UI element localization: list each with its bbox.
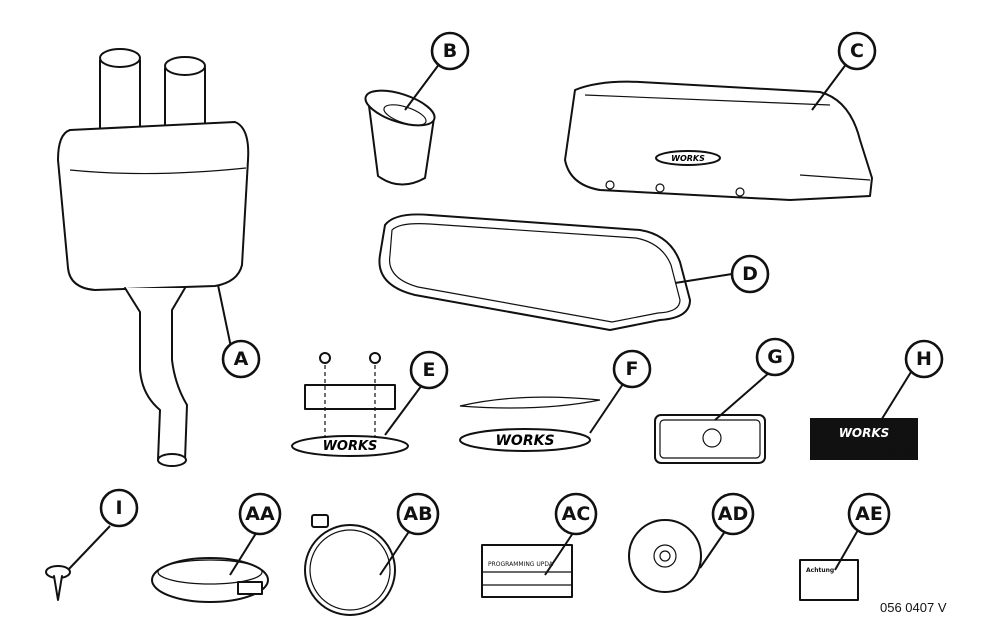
part-ab-hose-clip	[304, 514, 396, 616]
part-c-badge-text: WORKS	[671, 154, 705, 163]
svg-text:D: D	[742, 263, 758, 285]
part-a-silencer	[57, 48, 250, 467]
part-f-badge-text: WORKS	[495, 433, 554, 449]
svg-text:A: A	[234, 348, 249, 370]
callout-d: D	[730, 254, 770, 294]
svg-text:H: H	[916, 348, 932, 370]
callout-c: C	[837, 31, 877, 71]
callout-f: F	[612, 349, 652, 389]
part-d-gasket	[378, 213, 691, 331]
part-h-badge-text: WORKS	[839, 426, 890, 440]
callout-h: H	[904, 339, 944, 379]
callout-a: A	[221, 339, 261, 379]
callout-e: E	[409, 350, 449, 390]
callout-ae: AE	[847, 492, 891, 536]
part-ae-label: Achtung	[799, 559, 859, 601]
callout-b: B	[430, 31, 470, 71]
svg-text:C: C	[850, 40, 864, 62]
part-e-badge-text: WORKS	[323, 439, 378, 454]
part-g-plate	[654, 414, 766, 464]
part-f-badge: WORKS	[459, 396, 601, 452]
svg-text:AC: AC	[562, 503, 591, 525]
part-b-tailpipe-trim	[364, 89, 436, 186]
leader-lines	[67, 62, 912, 576]
callout-ad: AD	[711, 492, 755, 536]
svg-text:E: E	[423, 359, 436, 381]
part-ac-label: PROGRAMMING UPDA	[481, 544, 573, 598]
svg-text:AB: AB	[403, 503, 432, 525]
callout-i: I	[99, 488, 139, 528]
svg-text:F: F	[626, 358, 639, 380]
reference-code: 056 0407 V	[880, 600, 947, 615]
callout-ab: AB	[396, 492, 440, 536]
svg-text:AD: AD	[718, 503, 748, 525]
svg-text:AA: AA	[245, 503, 275, 525]
part-h-label: WORKS 0123456789	[810, 418, 918, 460]
part-h-number: 0123456789	[872, 448, 910, 455]
callout-aa: AA	[238, 492, 282, 536]
part-aa-clamp	[151, 557, 269, 603]
part-c-engine-cover: WORKS	[564, 80, 873, 201]
part-ac-text: PROGRAMMING UPDA	[488, 561, 554, 568]
svg-text:AE: AE	[855, 503, 883, 525]
svg-text:I: I	[115, 497, 122, 519]
part-ae-title: Achtung	[806, 567, 834, 574]
part-ad-washer	[628, 519, 702, 593]
callout-ac: AC	[554, 492, 598, 536]
svg-text:B: B	[443, 40, 457, 62]
callout-g: G	[755, 337, 795, 377]
part-e-badge-kit: WORKS	[291, 352, 409, 457]
svg-text:G: G	[767, 346, 783, 368]
part-i-screw	[45, 565, 71, 601]
